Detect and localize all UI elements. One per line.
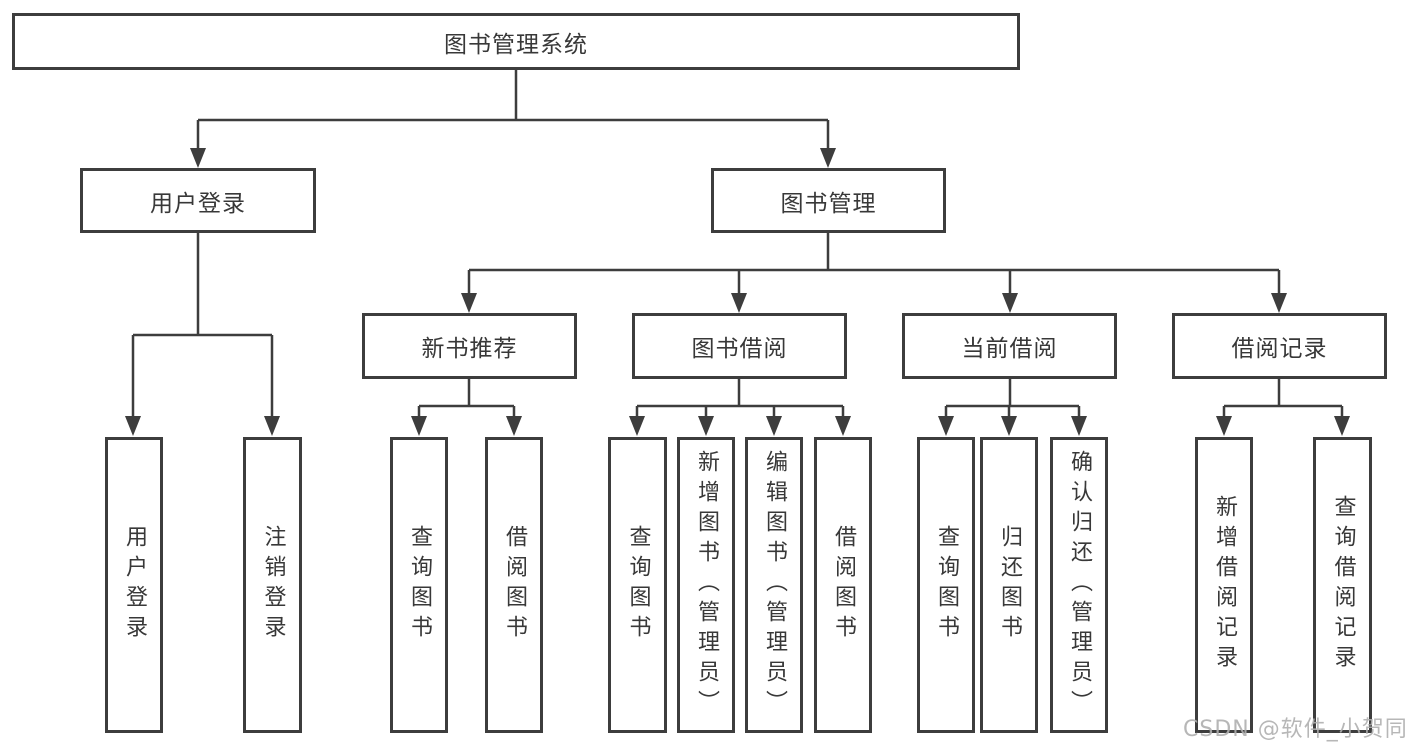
- leaf-records-add-record: 新增借阅记录: [1195, 437, 1253, 733]
- leaf-logout: 注销登录: [243, 437, 302, 733]
- leaf-records-query-record-label: 查询借阅记录: [1330, 495, 1356, 675]
- node-book-borrowing-label: 图书借阅: [691, 336, 788, 362]
- leaf-user-login-label: 用户登录: [122, 525, 147, 645]
- leaf-current-confirm-return-admin: 确认归还（管理员）: [1050, 437, 1108, 733]
- edge-newbookrec-to-leaves: [411, 379, 522, 436]
- edge-bookmgmt-to-level3: [461, 233, 1287, 313]
- leaf-newbook-borrow-books-label: 借阅图书: [502, 525, 527, 645]
- node-book-borrowing: 图书借阅: [632, 313, 847, 379]
- node-borrowing-records: 借阅记录: [1172, 313, 1387, 379]
- leaf-current-query-books-label: 查询图书: [934, 525, 959, 645]
- leaf-current-return-books-label: 归还图书: [997, 525, 1022, 645]
- leaf-records-query-record: 查询借阅记录: [1313, 437, 1372, 733]
- node-new-book-recommendation-label: 新书推荐: [421, 336, 518, 362]
- edge-root-to-level2: [190, 70, 836, 168]
- leaf-newbook-borrow-books: 借阅图书: [485, 437, 543, 733]
- node-root-label: 图书管理系统: [444, 31, 588, 58]
- leaf-borrow-edit-books-admin-label: 编辑图书（管理员）: [762, 450, 787, 720]
- node-new-book-recommendation: 新书推荐: [362, 313, 577, 379]
- leaf-borrow-query-books-label: 查询图书: [625, 525, 651, 645]
- leaf-borrow-edit-books-admin: 编辑图书（管理员）: [745, 437, 803, 733]
- edge-borrowrecords-to-leaves: [1216, 379, 1350, 436]
- edge-userlogin-to-leaves: [125, 233, 280, 436]
- edge-bookborrow-to-leaves: [629, 379, 851, 436]
- leaf-newbook-query-books-label: 查询图书: [407, 525, 432, 645]
- leaf-newbook-query-books: 查询图书: [390, 437, 448, 733]
- leaf-current-confirm-return-admin-label: 确认归还（管理员）: [1067, 450, 1092, 720]
- csdn-watermark: CSDN @软件_小贺同学: [1183, 717, 1405, 742]
- node-book-management-label: 图书管理: [780, 190, 877, 217]
- leaf-logout-label: 注销登录: [260, 525, 286, 645]
- leaf-borrow-add-books-admin: 新增图书（管理员）: [677, 437, 735, 733]
- node-user-login: 用户登录: [80, 168, 316, 233]
- node-root: 图书管理系统: [12, 13, 1020, 70]
- leaf-records-add-record-label: 新增借阅记录: [1212, 495, 1237, 675]
- leaf-current-return-books: 归还图书: [980, 437, 1038, 733]
- leaf-borrow-query-books: 查询图书: [608, 437, 667, 733]
- node-current-borrowing: 当前借阅: [902, 313, 1117, 379]
- node-user-login-label: 用户登录: [150, 190, 246, 217]
- leaf-borrow-borrow-books: 借阅图书: [814, 437, 872, 733]
- leaf-borrow-borrow-books-label: 借阅图书: [831, 525, 856, 645]
- leaf-current-query-books: 查询图书: [917, 437, 975, 733]
- leaf-user-login: 用户登录: [105, 437, 163, 733]
- edge-currentborrow-to-leaves: [938, 379, 1087, 436]
- node-book-management: 图书管理: [711, 168, 946, 233]
- node-current-borrowing-label: 当前借阅: [961, 336, 1058, 362]
- node-borrowing-records-label: 借阅记录: [1231, 336, 1328, 362]
- leaf-borrow-add-books-admin-label: 新增图书（管理员）: [694, 450, 719, 720]
